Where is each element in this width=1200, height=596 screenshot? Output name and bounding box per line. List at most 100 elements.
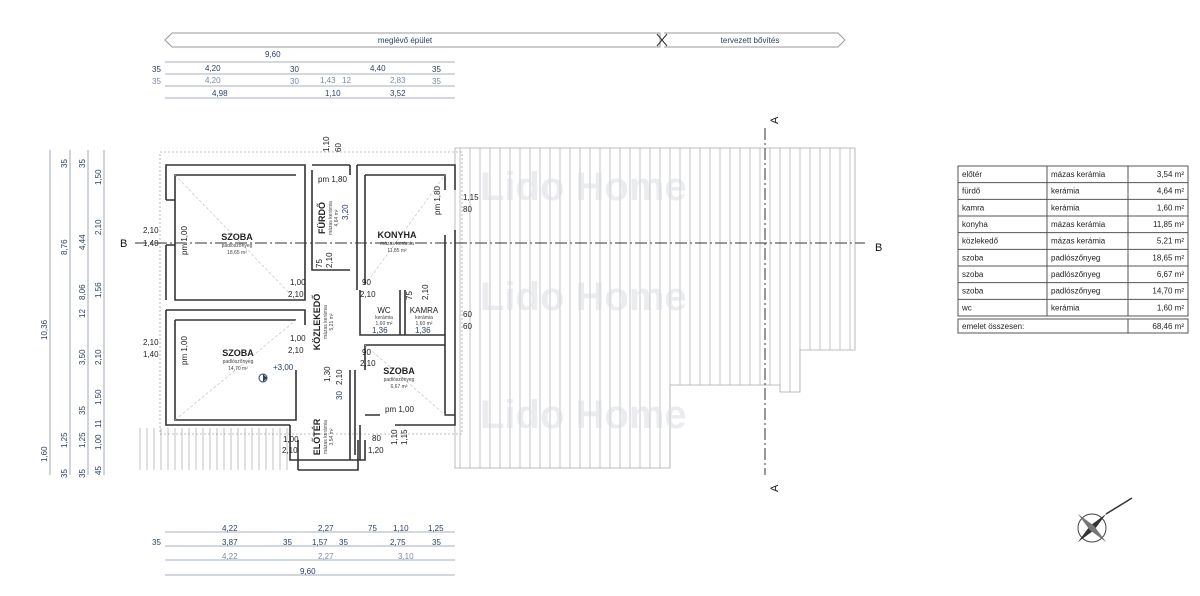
extension-outline	[454, 147, 856, 469]
dim-text: pm 1,00	[180, 226, 189, 255]
bottom-dimensions	[165, 531, 455, 576]
table-cell-room: fürdő	[962, 187, 981, 196]
table-cell-room: közlekedő	[962, 237, 999, 246]
dim-text: 1,10	[325, 89, 341, 98]
dim-text: 1,00	[94, 434, 103, 450]
section-b-left: B	[120, 238, 127, 250]
room-area: 11,85 m²	[387, 248, 407, 254]
dim-text: 2,10	[325, 252, 334, 268]
room-name: SZOBA	[383, 366, 415, 376]
dim-text: pm 1,80	[318, 175, 347, 184]
dim-text: pm 1,00	[180, 336, 189, 365]
room-floor: mázas kerámia	[328, 201, 334, 235]
dim-text: 35	[283, 538, 292, 547]
watermark: Lido Home	[480, 275, 687, 319]
room-kamra: KAMRA kerámia 1,60 m²	[410, 306, 439, 327]
table-cell-area: 18,65 m²	[1152, 253, 1184, 262]
dim-text: 4,22	[222, 524, 238, 533]
dim-text: 35	[78, 406, 87, 415]
dim-text: 1,57	[312, 538, 328, 547]
section-a-top: A	[769, 116, 781, 124]
table-cell-floor: padlószőnyeg	[1051, 253, 1100, 262]
dim-text: 60	[334, 143, 343, 152]
room-floor: padlószőnyeg	[223, 359, 254, 365]
dim-text: 3,50	[78, 349, 87, 365]
room-name: KÖZLEKEDŐ	[311, 294, 322, 351]
table-cell-floor: kerámia	[1051, 303, 1080, 312]
dim-text: pm 1,00	[385, 405, 414, 414]
dim-text: 4,22	[222, 552, 238, 561]
room-konyha: KONYHA mázas kerámia 11,85 m²	[377, 230, 417, 254]
dim-text: 4,40	[370, 64, 386, 73]
table-cell-room: konyha	[962, 220, 988, 229]
section-a-bottom: A	[769, 484, 781, 492]
planned-extension-label: tervezett bővítés	[721, 36, 780, 45]
table-cell-area: 6,67 m²	[1157, 270, 1184, 279]
table-cell-room: szoba	[962, 287, 984, 296]
room-area: 14,70 m²	[228, 366, 248, 372]
dim-text: 2,10	[143, 226, 159, 235]
table-cell-floor: kerámia	[1051, 203, 1080, 212]
dim-text: 1,25	[78, 432, 87, 448]
table-cell-room: előtér	[962, 170, 982, 179]
table-cell-area: 11,85 m²	[1153, 220, 1184, 229]
dim-text: 2,27	[318, 524, 334, 533]
dim-text: 75	[405, 291, 414, 300]
dim-text: 3,20	[341, 204, 350, 220]
dim-text: 1,56	[94, 282, 103, 298]
dim-text: 2,10	[288, 290, 304, 299]
dim-text: 1,10	[393, 524, 409, 533]
room-area: 1,60 m²	[376, 321, 393, 327]
dim-text: 1,00	[290, 278, 306, 287]
dim-text: 60	[463, 310, 472, 319]
dim-text: 35	[78, 469, 87, 478]
dim-text: 2,10	[143, 338, 159, 347]
dim-text: 1,10	[390, 429, 399, 445]
room-area: 5,21 m²	[329, 313, 335, 330]
level-marker: +3,00	[273, 363, 294, 372]
dim-text: 30	[335, 391, 344, 400]
table-cell-floor: padlószőnyeg	[1051, 287, 1100, 296]
inner-dimensions: pm 1,80 pm 1,00 pm 1,80 pm 1,00 pm 1,00 …	[143, 136, 479, 455]
room-wc: WC kerámia 1,60 m²	[375, 306, 393, 327]
compass-icon	[1077, 497, 1133, 543]
dim-text: 9,60	[265, 50, 281, 59]
dim-text: 35	[60, 159, 69, 168]
dim-text: 1,10	[322, 136, 331, 152]
room-name: FÜRDŐ	[316, 202, 327, 234]
dim-text: 60	[463, 322, 472, 331]
table-cell-area: 14,70 m²	[1152, 287, 1184, 296]
dim-text: 1,40	[143, 350, 159, 359]
room-area: 4,64 m²	[334, 209, 340, 226]
dim-text: 1,15	[400, 429, 409, 445]
room-furdo: FÜRDŐ mázas kerámia 4,64 m²	[316, 201, 340, 235]
table-cell-floor: padlószőnyeg	[1051, 270, 1100, 279]
room-name: SZOBA	[221, 232, 253, 242]
dim-text: 1,15	[463, 193, 479, 202]
dim-text: 2,10	[94, 349, 103, 365]
dim-text: 1,00	[290, 334, 306, 343]
dim-text: 11	[94, 419, 103, 428]
table-cell-room: kamra	[962, 203, 985, 212]
room-area: 18,65 m²	[227, 250, 247, 256]
dim-text: 90	[362, 348, 371, 357]
dim-text: 1,43	[320, 76, 336, 85]
dim-text: 3,52	[390, 89, 406, 98]
room-diagonals	[174, 174, 446, 421]
dim-text: 90	[362, 278, 371, 287]
table-cell-area: 1,60 m²	[1157, 303, 1184, 312]
total-value: 68,46 m²	[1152, 322, 1184, 331]
dim-text: 30	[290, 65, 299, 74]
left-dimensions	[49, 150, 105, 475]
dim-text: 10,36	[40, 319, 49, 340]
dim-text: 2,10	[421, 284, 430, 300]
dim-text: 4,20	[205, 76, 221, 85]
room-name: SZOBA	[222, 348, 254, 358]
dim-text: 1,60	[40, 446, 49, 462]
table-cell-area: 5,21 m²	[1157, 237, 1184, 246]
dim-text: 35	[339, 538, 348, 547]
dim-text: 1,25	[60, 432, 69, 448]
dim-text: 35	[152, 65, 161, 74]
